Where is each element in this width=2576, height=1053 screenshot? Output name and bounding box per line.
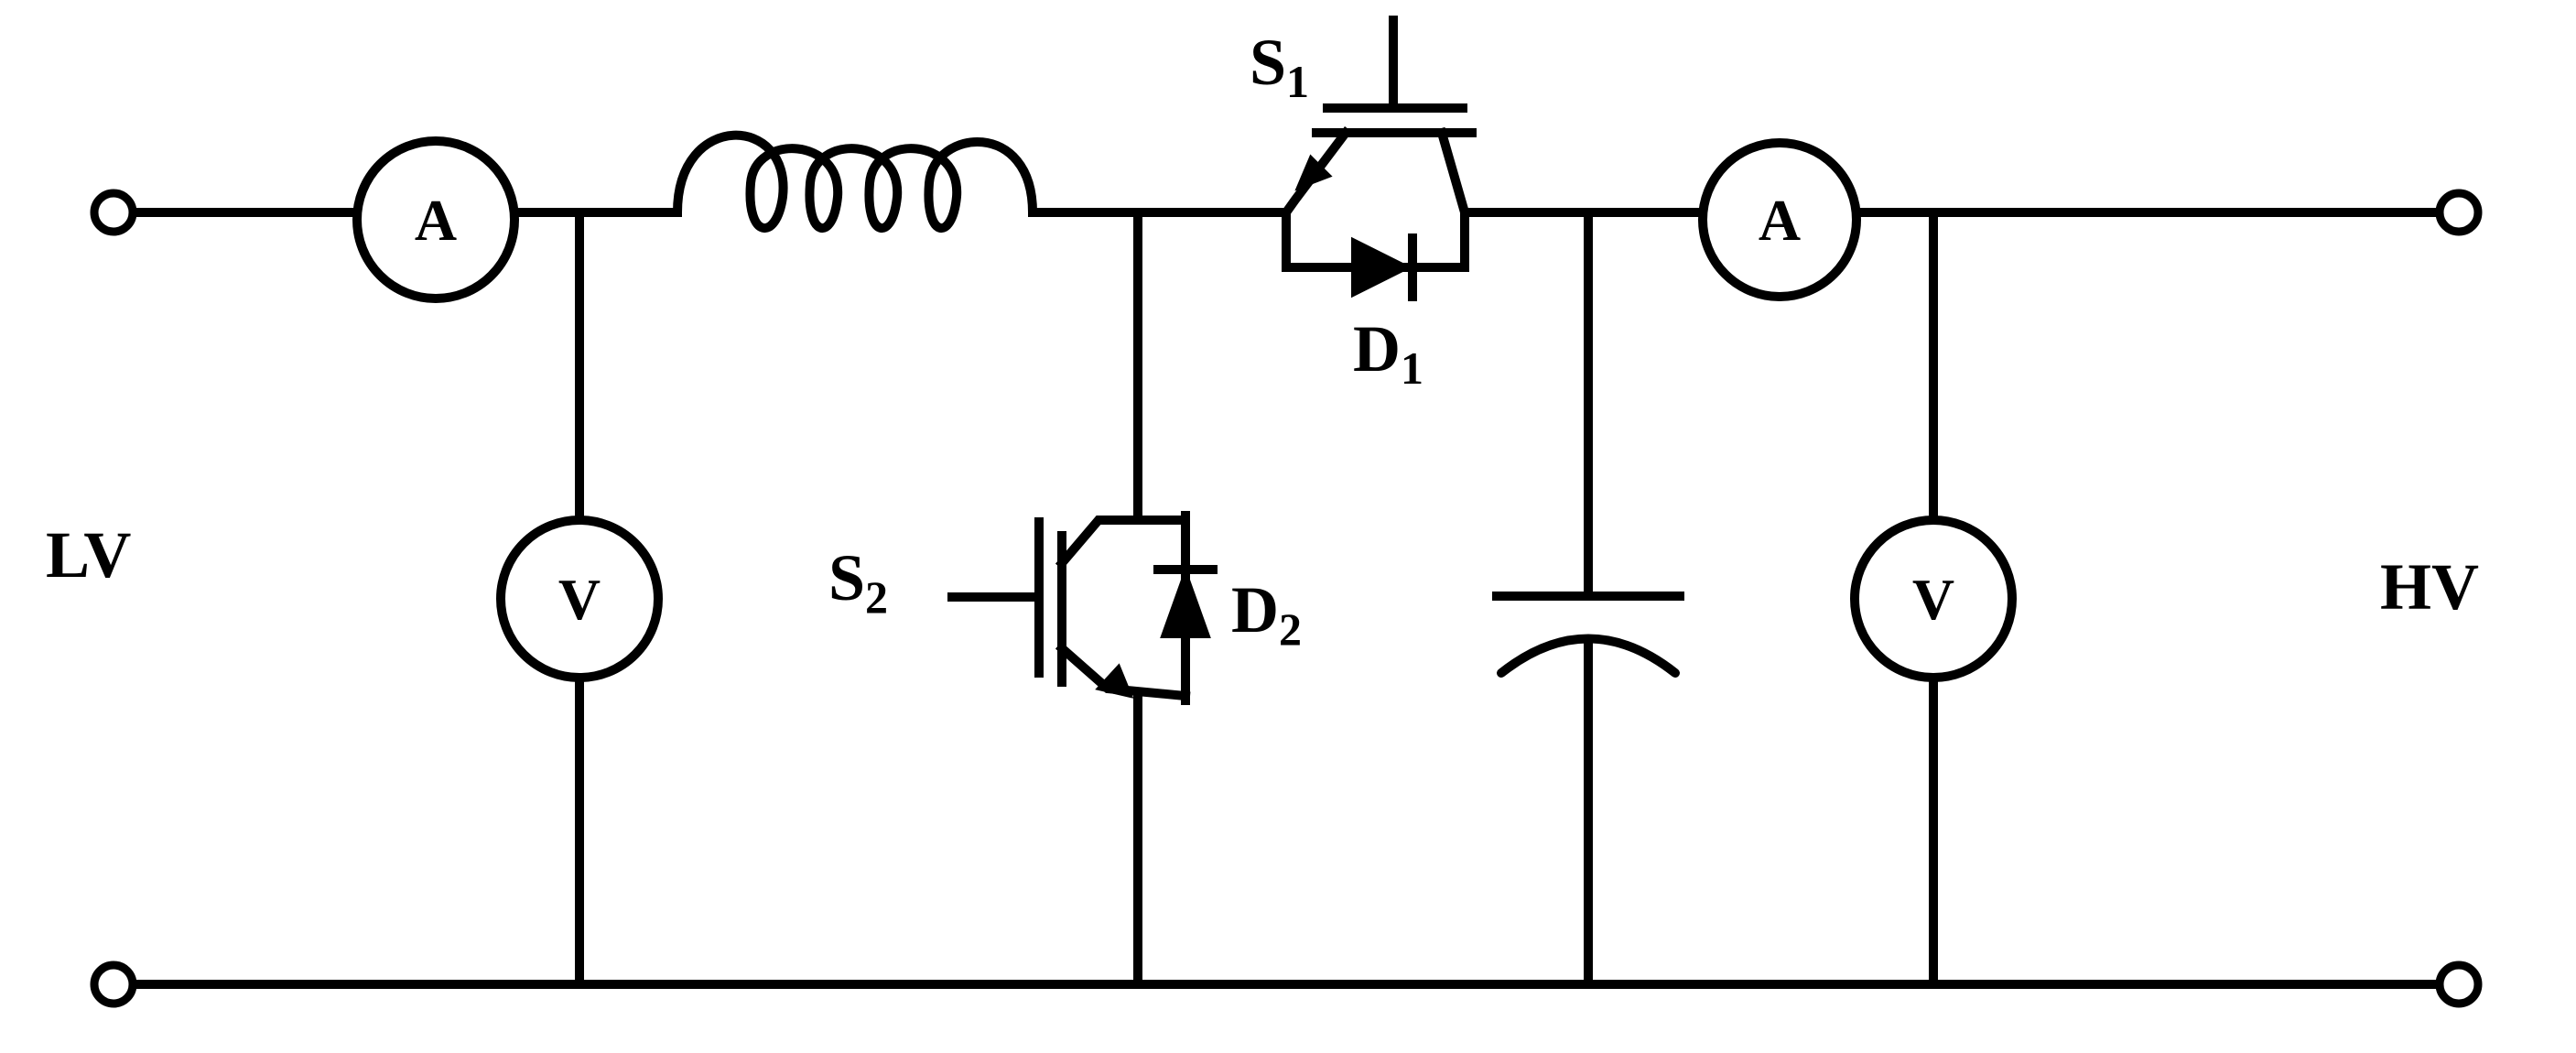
s1-emitter-arrow: [1294, 154, 1333, 191]
s1-label-letter: S: [1250, 26, 1286, 99]
s1-collector-leg: [1435, 126, 1471, 219]
output-ammeter-ring: [1698, 138, 1861, 301]
hv-positive-terminal: [2435, 189, 2483, 236]
capacitor: [1492, 592, 1684, 678]
d1-label-index: 1: [1401, 342, 1423, 394]
output-ammeter-label: A: [1759, 188, 1801, 253]
input-voltmeter: V: [496, 516, 663, 682]
s2-label: S2: [828, 541, 888, 623]
circuit-wires: [129, 208, 2445, 989]
s2-collector-leg: [1055, 516, 1190, 570]
d1-triangle: [1351, 236, 1412, 299]
s1-label-index: 1: [1286, 56, 1309, 107]
input-voltmeter-label: V: [558, 567, 601, 632]
hv-negative-terminal: [2435, 961, 2483, 1008]
d1-label-letter: D: [1353, 312, 1401, 385]
capacitor-plate-curved: [1497, 634, 1680, 678]
switch-s2: [947, 516, 1191, 701]
input-voltmeter-ring: [496, 516, 663, 682]
s2-label-letter: S: [828, 541, 865, 614]
lv-positive-terminal: [90, 189, 137, 236]
d1-label: D1: [1353, 312, 1423, 394]
output-voltmeter: V: [1850, 516, 2017, 682]
input-ammeter-label: A: [415, 188, 457, 253]
inductor-coil: [673, 130, 1037, 233]
d2-label-index: 2: [1279, 603, 1302, 655]
d2-label: D2: [1231, 573, 1302, 655]
lv-label: LV: [46, 518, 131, 592]
input-ammeter: A: [352, 136, 519, 303]
input-ammeter-ring: [352, 136, 519, 303]
terminals: [90, 189, 2483, 1008]
diode-d2: [1153, 511, 1218, 705]
output-ammeter: A: [1698, 138, 1861, 301]
hv-label: HV: [2380, 550, 2479, 624]
lv-negative-terminal: [90, 961, 137, 1008]
s1-label: S1: [1250, 26, 1309, 107]
d2-label-letter: D: [1231, 573, 1279, 646]
switch-s1: [1280, 16, 1477, 219]
output-voltmeter-label: V: [1912, 567, 1954, 632]
s2-emitter-arrow: [1095, 663, 1134, 699]
s2-label-index: 2: [865, 571, 888, 623]
d2-triangle: [1160, 567, 1211, 638]
output-voltmeter-ring: [1850, 516, 2017, 682]
diode-d1: [1282, 208, 1469, 301]
